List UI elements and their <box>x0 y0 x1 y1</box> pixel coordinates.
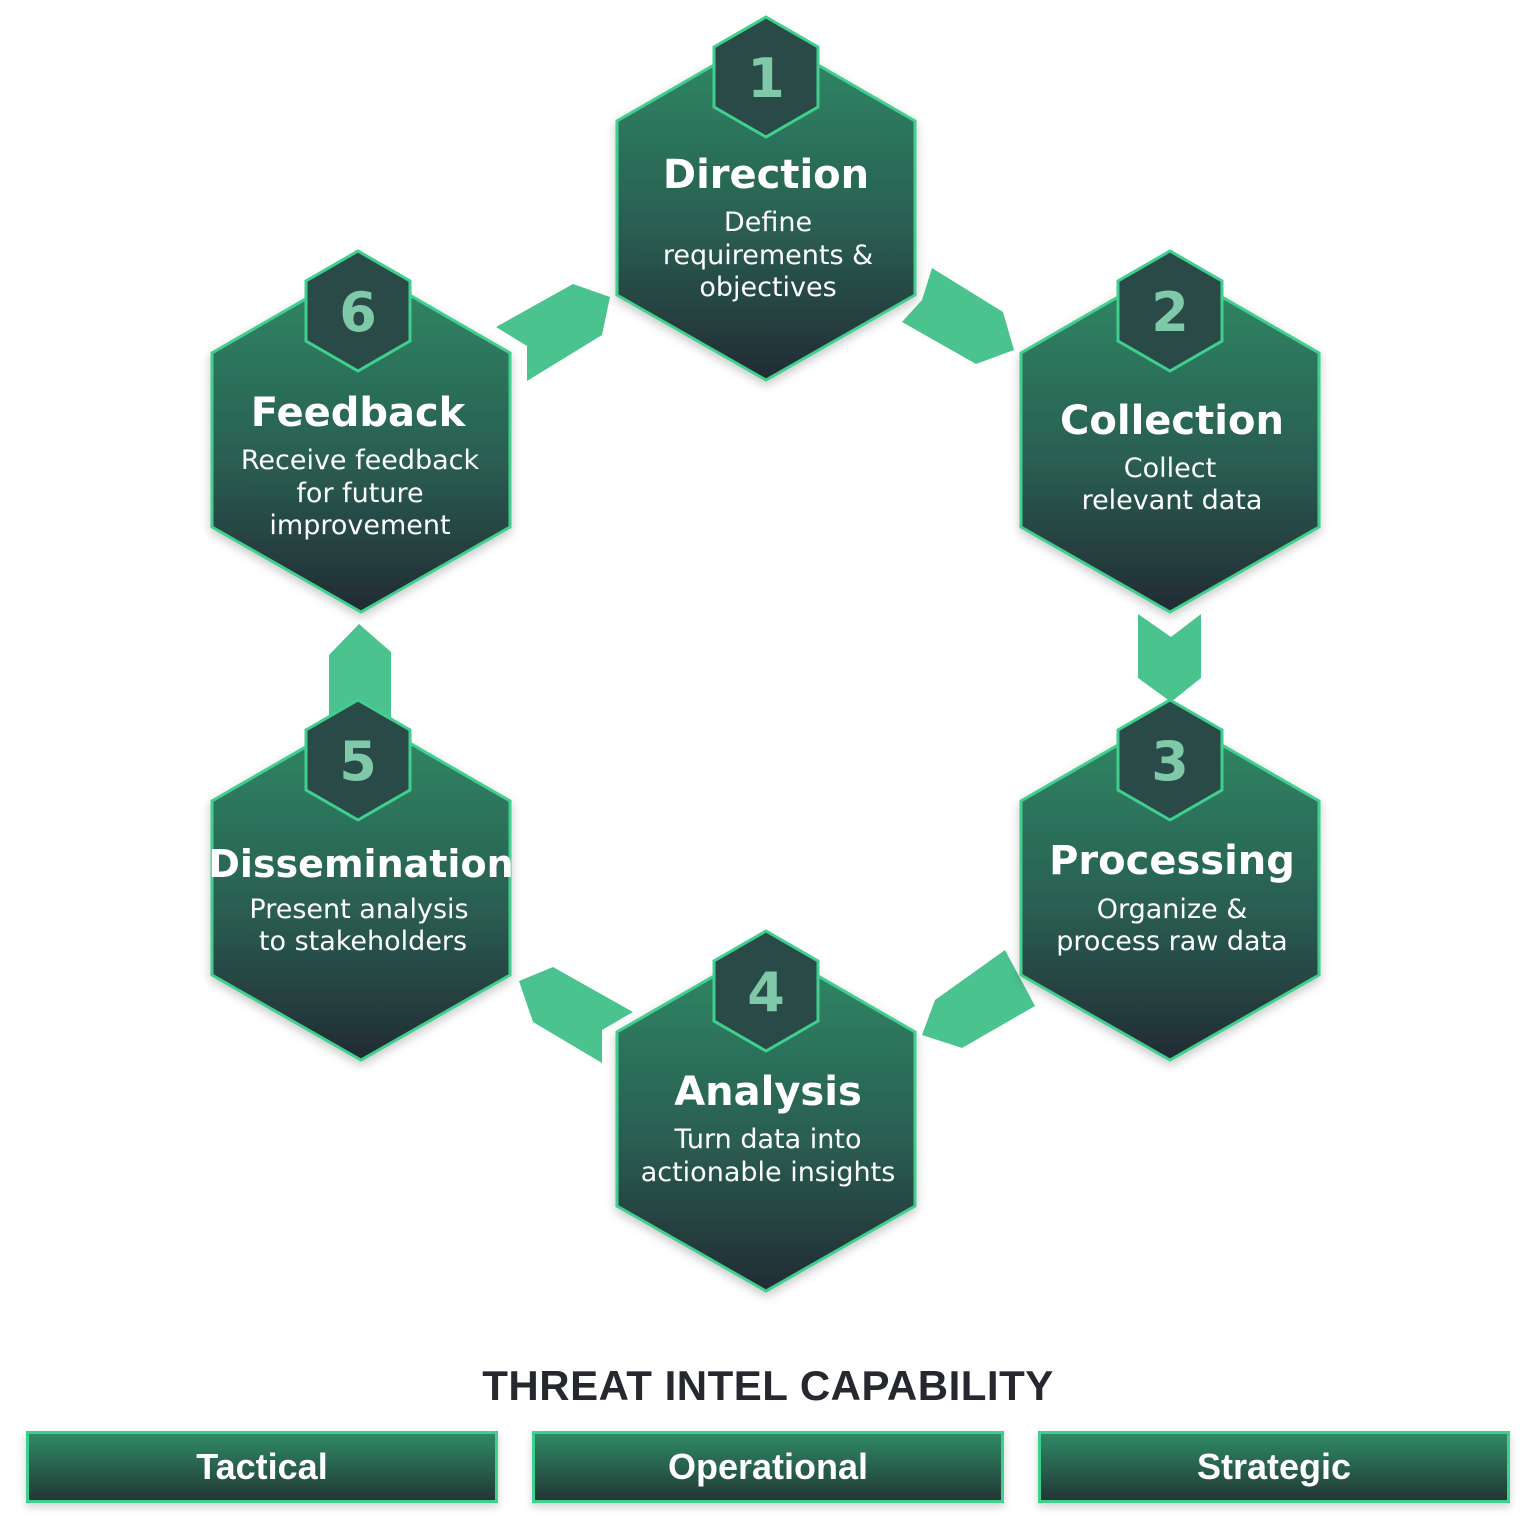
stage-1-title: Direction <box>663 152 869 198</box>
stage-2-number: 2 <box>1151 281 1189 344</box>
stage-5-desc-line-2: to stakeholders <box>259 926 467 957</box>
stage-6-desc-line-2: for future <box>296 478 423 509</box>
stage-1-number-badge <box>712 15 820 139</box>
stage-5-hexagon <box>210 713 512 1062</box>
arrow-1-to-2 <box>902 268 1014 364</box>
stage-3-processing: 3 Processing Organize & process raw data <box>1019 698 1321 1062</box>
stage-5-number-badge <box>304 698 412 822</box>
capability-level-operational: Operational <box>532 1431 1004 1503</box>
stage-6-desc-line-3: improvement <box>269 510 450 541</box>
stage-2-desc-line-1: Collect <box>1124 453 1216 484</box>
stage-5-title: Dissemination <box>208 842 513 886</box>
stage-1-number: 1 <box>747 47 785 110</box>
stage-1-direction: 1 Direction Define requirements & object… <box>615 15 917 382</box>
stage-3-title: Processing <box>1049 838 1295 884</box>
stage-6-feedback: 6 Feedback Receive feedback for future i… <box>210 249 512 614</box>
capability-level-label: Strategic <box>1196 1446 1352 1487</box>
stage-1-hexagon <box>615 33 917 382</box>
arrow-6-to-1 <box>496 284 610 381</box>
capability-level-tactical: Tactical <box>26 1431 498 1503</box>
stage-6-number: 6 <box>339 281 377 344</box>
stage-4-desc-line-2: actionable insights <box>641 1157 896 1188</box>
stage-6-hexagon <box>210 265 512 614</box>
stage-4-number-badge <box>712 929 820 1053</box>
stage-4-hexagon <box>615 944 917 1293</box>
stage-6-title: Feedback <box>251 390 467 436</box>
arrow-3-to-4 <box>922 950 1035 1048</box>
stage-3-number: 3 <box>1151 730 1189 793</box>
stage-2-desc-line-2: relevant data <box>1082 485 1263 516</box>
stage-1-desc-line-2: requirements & <box>663 240 873 271</box>
capability-title: THREAT INTEL CAPABILITY <box>482 1362 1054 1409</box>
capability-level-strategic: Strategic <box>1038 1431 1510 1503</box>
arrow-5-to-6 <box>329 624 391 728</box>
stage-5-desc-line-1: Present analysis <box>249 894 468 925</box>
stage-5-number: 5 <box>339 730 377 793</box>
stage-3-desc-line-1: Organize & <box>1097 894 1248 925</box>
capability-level-label: Operational <box>667 1446 869 1487</box>
stage-3-number-badge <box>1116 698 1224 822</box>
stage-6-number-badge <box>304 249 412 373</box>
stage-2-number-badge <box>1116 249 1224 373</box>
capability-level-label: Tactical <box>196 1446 328 1487</box>
stage-4-number: 4 <box>747 961 785 1024</box>
stage-2-hexagon <box>1019 265 1321 614</box>
stage-4-analysis: 4 Analysis Turn data into actionable ins… <box>615 929 917 1293</box>
stage-6-desc-line-1: Receive feedback <box>241 445 480 476</box>
stage-2-collection: 2 Collection Collect relevant data <box>1019 249 1321 614</box>
stage-1-desc-line-3: objectives <box>699 272 836 303</box>
stage-4-title: Analysis <box>674 1069 862 1115</box>
stage-3-hexagon <box>1019 713 1321 1062</box>
stage-5-dissemination: 5 Dissemination Present analysis to stak… <box>208 698 514 1062</box>
arrow-4-to-5 <box>519 967 633 1063</box>
stage-2-title: Collection <box>1060 398 1284 444</box>
stage-3-desc-line-2: process raw data <box>1056 926 1287 957</box>
stage-4-desc-line-1: Turn data into <box>674 1124 862 1155</box>
stage-1-desc-line-1: Define <box>724 207 812 238</box>
arrow-2-to-3 <box>1138 614 1201 702</box>
